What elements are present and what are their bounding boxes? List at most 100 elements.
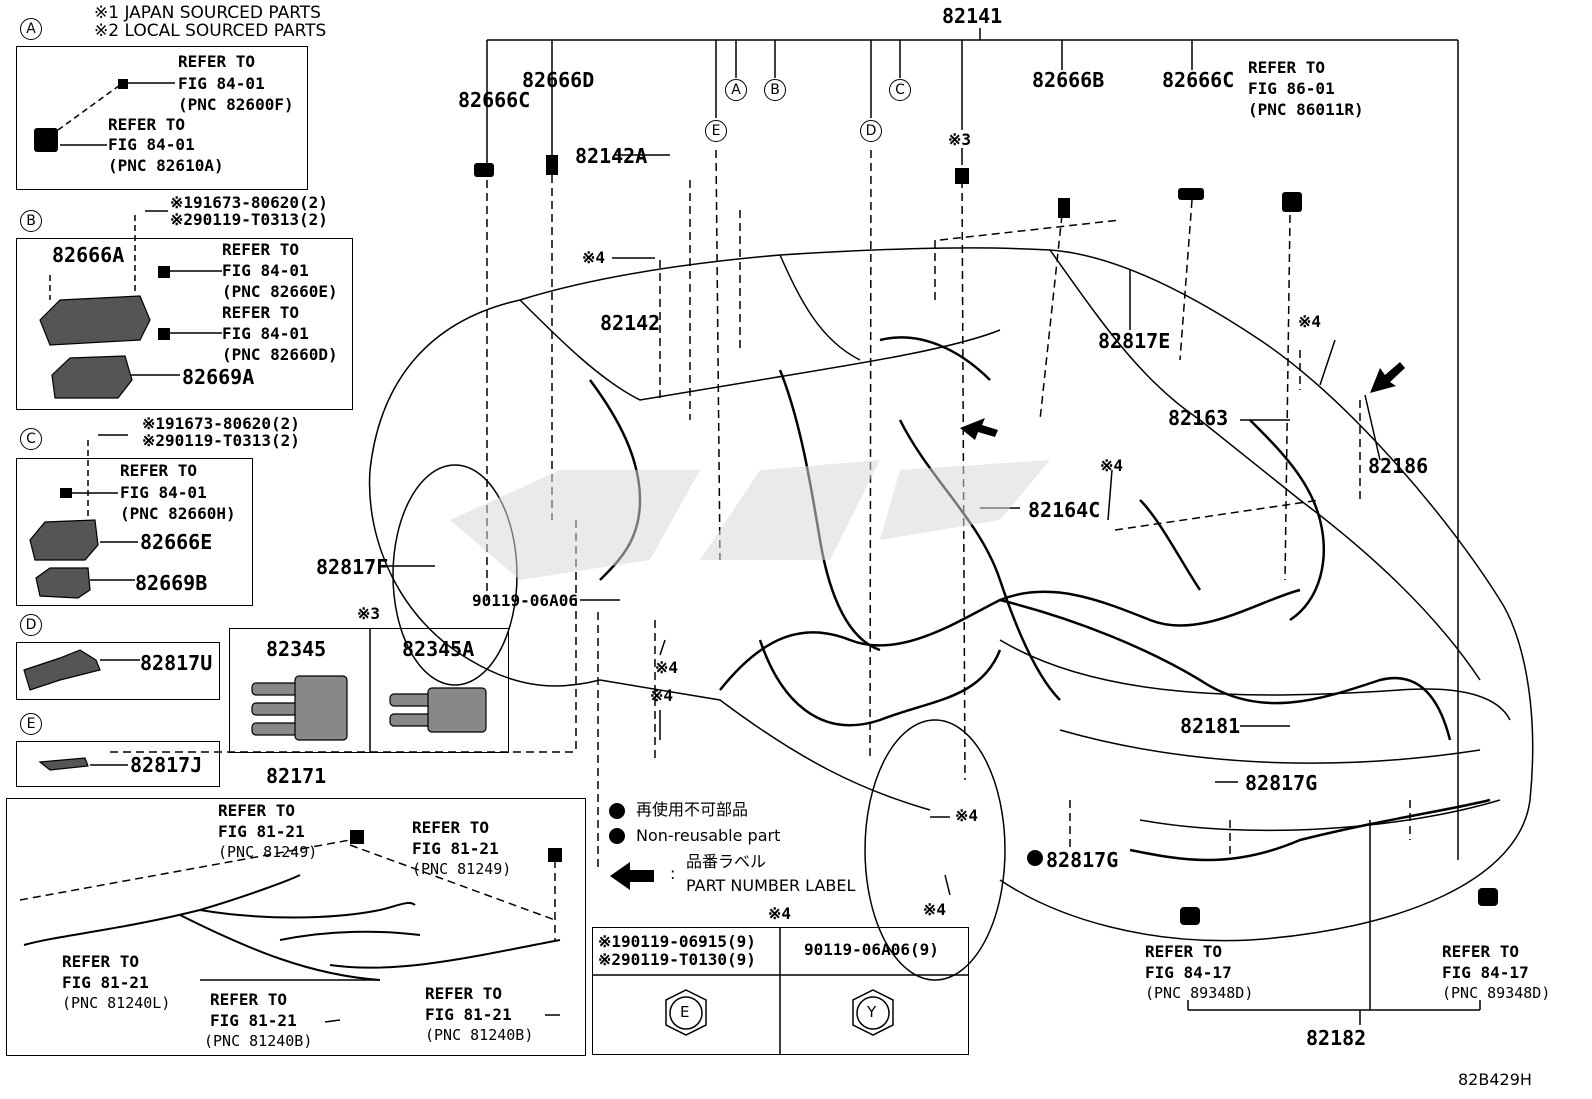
part-82817g-upper: 82817G: [1245, 771, 1318, 795]
harness-ref1-line2: FIG 81-21: [218, 822, 305, 841]
mark4-e: ※4: [650, 686, 674, 705]
inset-a-ref1-line3: (PNC 82600F): [178, 95, 294, 114]
mark3-top: ※3: [948, 130, 972, 149]
part-82142: 82142: [600, 311, 661, 335]
harness-ref3-line3: (PNC 81240L): [62, 994, 171, 1012]
note-japan-sourced: ※1 JAPAN SOURCED PARTS: [94, 3, 321, 23]
refer-84-17-left-line3: (PNC 89348D): [1145, 984, 1254, 1002]
harness-ref5-line3: (PNC 81240B): [425, 1026, 534, 1044]
part-82666c-left: 82666C: [458, 88, 531, 112]
inset-b-marker: B: [20, 210, 42, 232]
part-82142a: 82142A: [575, 144, 648, 168]
bolt-col2: 90119-06A06(9): [804, 940, 939, 959]
harness-ref3-line2: FIG 81-21: [62, 973, 149, 992]
inset-c-ref-line3: (PNC 82660H): [120, 504, 236, 523]
part-82141: 82141: [942, 4, 1003, 28]
inset-e-part: 82817J: [130, 753, 203, 777]
inset-c-screw1: ※191673-80620(2): [142, 414, 300, 433]
inset-b-box: [16, 238, 353, 410]
part-82666d: 82666D: [522, 68, 595, 92]
inset-d-marker: D: [20, 614, 42, 636]
part-82666b: 82666B: [1032, 68, 1105, 92]
inset-b-ref1-line1: REFER TO: [222, 240, 300, 259]
refer-84-17-right-line2: FIG 84-17: [1442, 963, 1529, 982]
inset-c-marker: C: [20, 428, 42, 450]
refer-84-17-right-line1: REFER TO: [1442, 942, 1520, 961]
bolt-90119-06a06: 90119-06A06: [472, 591, 578, 610]
part-82181: 82181: [1180, 714, 1241, 738]
part-82182: 82182: [1306, 1026, 1367, 1050]
legend-colon: :: [670, 864, 676, 883]
harness-ref5-line1: REFER TO: [425, 984, 503, 1003]
mark4-f: ※4: [955, 806, 979, 825]
view-marker-d: D: [860, 120, 882, 142]
harness-ref4-line1: REFER TO: [210, 990, 288, 1009]
view-marker-b: B: [764, 79, 786, 101]
fuse-box: [229, 628, 509, 753]
inset-b-part2: 82669A: [182, 365, 255, 389]
legend-nonreusable-jp: 再使用不可部品: [636, 800, 749, 819]
fuse-part-right: 82345A: [402, 637, 475, 661]
part-82164c: 82164C: [1028, 498, 1101, 522]
inset-d-part: 82817U: [140, 651, 213, 675]
inset-b-ref1-line2: FIG 84-01: [222, 261, 309, 280]
inset-d-box: [16, 642, 220, 700]
mark4-a: ※4: [582, 248, 606, 267]
note-local-sourced: ※2 LOCAL SOURCED PARTS: [94, 21, 327, 41]
part-82163: 82163: [1168, 406, 1229, 430]
harness-ref2-line1: REFER TO: [412, 818, 490, 837]
part-82666c-right: 82666C: [1162, 68, 1235, 92]
inset-b-screw1: ※191673-80620(2): [170, 193, 328, 212]
inset-a-ref1-line1: REFER TO: [178, 52, 256, 71]
inset-a-ref1-line2: FIG 84-01: [178, 74, 265, 93]
view-marker-e: E: [705, 120, 727, 142]
fuse-part-left: 82345: [266, 637, 327, 661]
inset-c-ref-line2: FIG 84-01: [120, 483, 207, 502]
inset-a-ref2-line1: REFER TO: [108, 115, 186, 134]
mark4-g: ※4: [923, 900, 947, 919]
refer-86-line3: (PNC 86011R): [1248, 100, 1364, 119]
inset-c-screw2: ※290119-T0313(2): [142, 431, 300, 450]
part-82186: 82186: [1368, 454, 1429, 478]
bolt-table-mark: ※4: [768, 904, 792, 923]
refer-86-line1: REFER TO: [1248, 58, 1326, 77]
legend-label-en: PART NUMBER LABEL: [686, 876, 856, 895]
inset-b-ref2-line1: REFER TO: [222, 303, 300, 322]
inset-e-marker: E: [20, 713, 42, 735]
harness-ref3-line1: REFER TO: [62, 952, 140, 971]
mark4-d: ※4: [655, 658, 679, 677]
harness-ref1-line3: (PNC 81249): [218, 843, 318, 861]
mark4-b: ※4: [1298, 312, 1322, 331]
fuse-mark: ※3: [357, 604, 381, 623]
inset-b-ref2-line3: (PNC 82660D): [222, 345, 338, 364]
inset-b-ref1-line3: (PNC 82660E): [222, 282, 338, 301]
harness-ref2-line3: (PNC 81249): [412, 860, 512, 878]
diagram-code: 82B429H: [1458, 1070, 1532, 1089]
view-marker-a: A: [725, 79, 747, 101]
part-82817f: 82817F: [316, 555, 389, 579]
legend-label-jp: 品番ラベル: [686, 852, 767, 871]
harness-ref4-line2: FIG 81-21: [210, 1011, 297, 1030]
inset-a-ref2-line2: FIG 84-01: [108, 135, 195, 154]
inset-a-marker: A: [20, 18, 42, 40]
inset-e-box: [16, 741, 220, 787]
part-82817g-lower: 82817G: [1046, 848, 1119, 872]
bolt-table: [592, 927, 969, 1055]
bolt-symbol-y: Y: [867, 1003, 877, 1021]
inset-a-box: [16, 46, 308, 190]
inset-c-part2: 82669B: [135, 571, 208, 595]
refer-84-17-right-line3: (PNC 89348D): [1442, 984, 1551, 1002]
harness-82171-label: 82171: [266, 764, 327, 788]
refer-84-17-left-line1: REFER TO: [1145, 942, 1223, 961]
inset-a-ref2-line3: (PNC 82610A): [108, 156, 224, 175]
harness-82171-box: [6, 798, 586, 1056]
mark4-c: ※4: [1100, 456, 1124, 475]
refer-84-17-left-line2: FIG 84-17: [1145, 963, 1232, 982]
inset-b-part1: 82666A: [52, 243, 125, 267]
bolt-symbol-e: E: [680, 1003, 690, 1021]
refer-86-line2: FIG 86-01: [1248, 79, 1335, 98]
part-82817e: 82817E: [1098, 329, 1171, 353]
inset-c-ref-line1: REFER TO: [120, 461, 198, 480]
inset-c-box: [16, 458, 253, 606]
